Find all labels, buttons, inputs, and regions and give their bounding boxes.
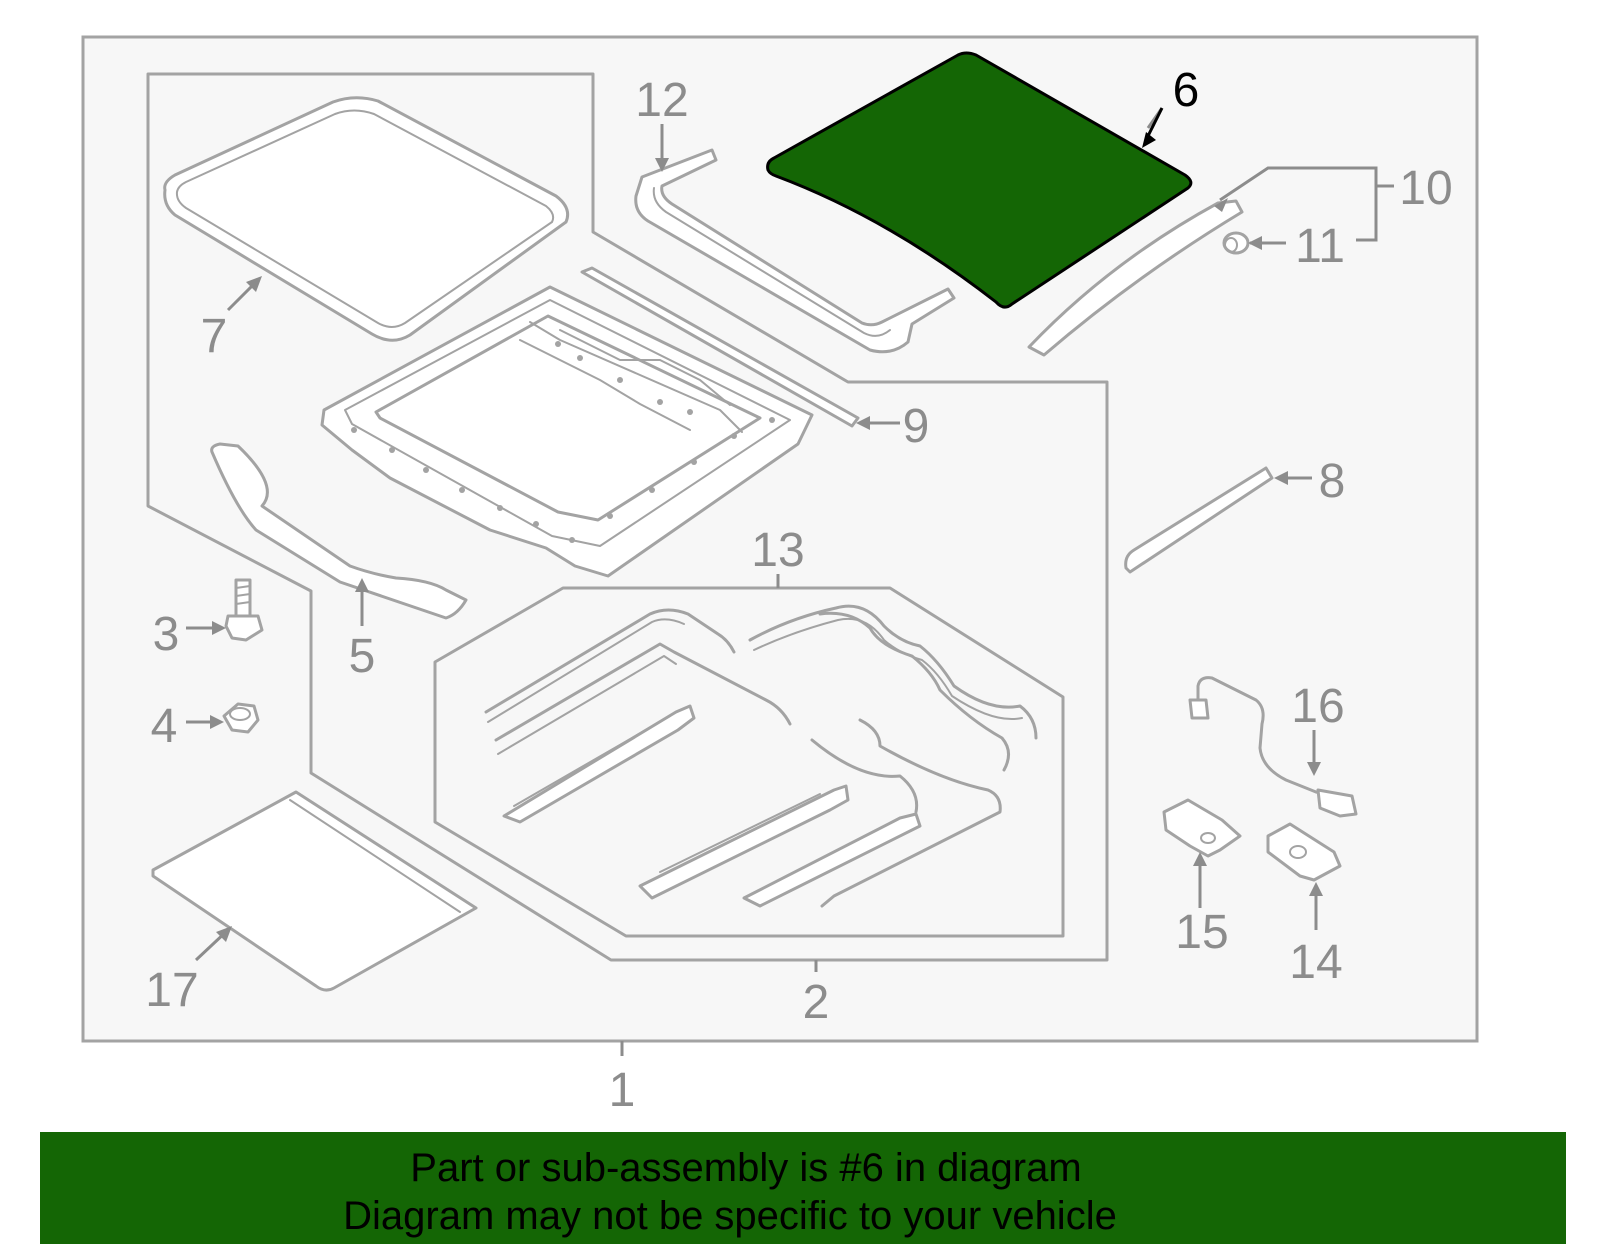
callout-8: 8 [1319,455,1346,508]
callout-12: 12 [635,74,688,127]
callout-14: 14 [1289,936,1342,989]
part-14-bracket [1266,822,1342,882]
callout-5: 5 [349,630,376,683]
info-banner [40,1132,1566,1244]
part-16-wire-harness [1188,676,1358,818]
part-8-trim-strip [1124,466,1274,574]
part-15-clip [1162,798,1242,858]
callout-1: 1 [609,1064,636,1117]
part-13-drive-mechanism [484,604,1038,908]
part-3-bolt [224,578,264,642]
callout-17: 17 [145,964,198,1017]
part-5-sunshade [210,442,468,620]
part-7-glass-seal [163,96,570,342]
callout-labels: 1 2 3 4 5 6 7 8 9 10 11 12 13 14 15 16 1… [145,64,1452,1117]
part-11-grommet [1222,231,1250,255]
part-17-pad [151,790,478,992]
part-4-nut [222,702,260,734]
callout-10: 10 [1399,162,1452,215]
callout-7: 7 [201,310,228,363]
sunroof-frame [320,285,814,578]
callout-6: 6 [1173,64,1200,117]
part-6-sunroof-glass [766,51,1193,309]
callout-3: 3 [153,608,180,661]
callout-2: 2 [803,976,830,1029]
callout-11: 11 [1295,220,1345,273]
part-12-wind-deflector [634,148,956,354]
callout-4: 4 [151,700,178,753]
banner-line-2: Diagram may not be specific to your vehi… [343,1194,1117,1238]
part-9-weatherstrip [580,266,860,428]
subassembly-outline [146,72,1109,962]
callout-13: 13 [751,524,804,577]
banner-line-1: Part or sub-assembly is #6 in diagram [410,1146,1081,1190]
drive-assembly-outline [433,586,1065,938]
part-10-rear-strip [1027,199,1244,357]
leader-lines [186,107,1394,1056]
callout-16: 16 [1291,680,1344,733]
callout-9: 9 [903,400,930,453]
callout-15: 15 [1175,906,1228,959]
